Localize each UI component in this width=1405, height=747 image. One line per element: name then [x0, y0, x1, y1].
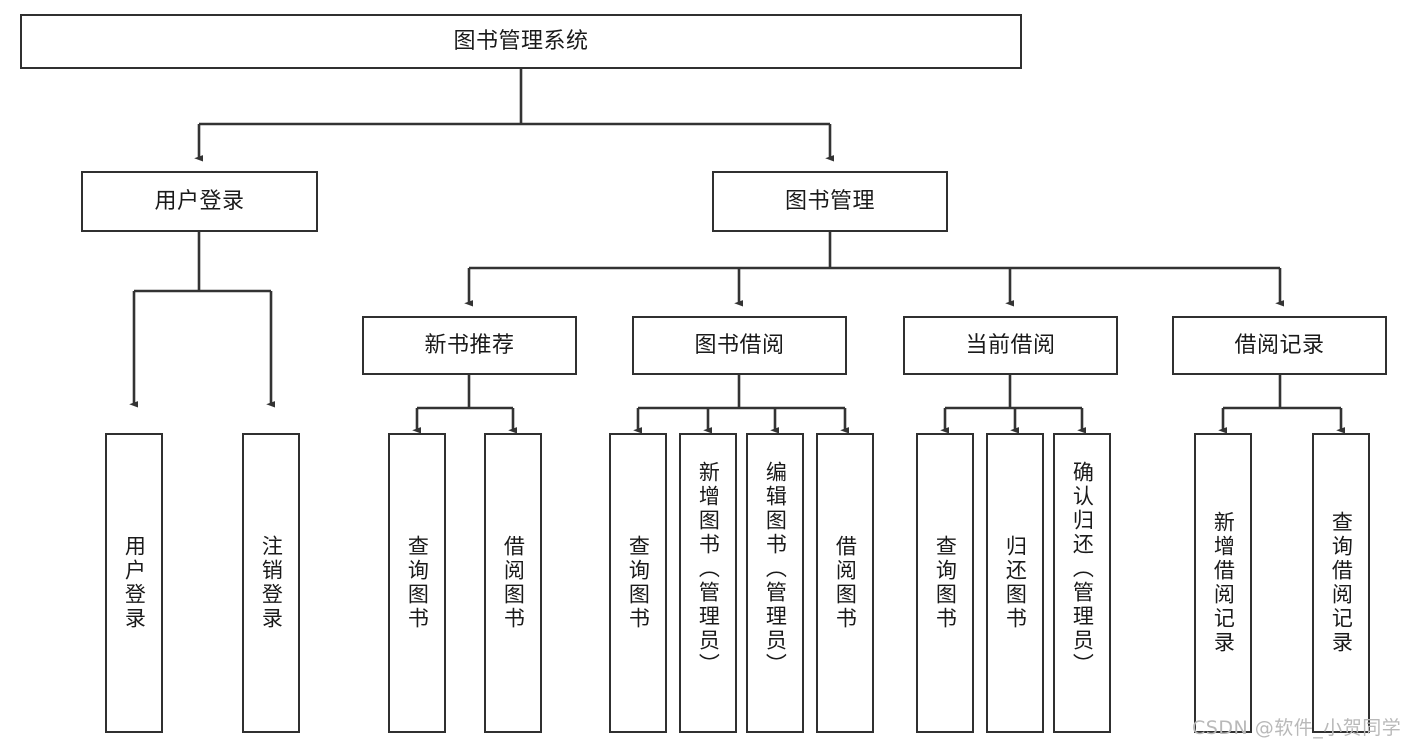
node-borrow-record[interactable]: 借阅记录 — [1172, 316, 1387, 375]
node-user-login-label: 用户登录 — [154, 188, 245, 214]
node-leaf-edit-book-label: 编辑图书（管理员） — [763, 461, 788, 677]
node-leaf-query-book-2-label: 查询图书 — [626, 535, 651, 631]
node-leaf-user-logout-label: 注销登录 — [259, 535, 284, 631]
node-book-manage-label: 图书管理 — [784, 188, 875, 214]
node-leaf-user-logout[interactable]: 注销登录 — [242, 433, 300, 733]
node-leaf-return-book-label: 归还图书 — [1003, 535, 1028, 631]
node-leaf-query-book-1[interactable]: 查询图书 — [388, 433, 446, 733]
node-leaf-edit-book[interactable]: 编辑图书（管理员） — [746, 433, 804, 733]
node-user-login[interactable]: 用户登录 — [81, 171, 318, 232]
node-leaf-query-book-1-label: 查询图书 — [405, 535, 430, 631]
node-leaf-borrow-book-1[interactable]: 借阅图书 — [484, 433, 542, 733]
node-leaf-add-book[interactable]: 新增图书（管理员） — [679, 433, 737, 733]
node-borrow-record-label: 借阅记录 — [1234, 332, 1325, 358]
node-book-manage[interactable]: 图书管理 — [712, 171, 948, 232]
node-root-label: 图书管理系统 — [453, 28, 589, 54]
node-leaf-add-book-label: 新增图书（管理员） — [696, 461, 721, 677]
node-leaf-query-book-2[interactable]: 查询图书 — [609, 433, 667, 733]
node-leaf-query-book-3-label: 查询图书 — [933, 535, 958, 631]
node-leaf-add-record[interactable]: 新增借阅记录 — [1194, 433, 1252, 733]
node-leaf-borrow-book-1-label: 借阅图书 — [501, 535, 526, 631]
node-leaf-borrow-book-2[interactable]: 借阅图书 — [816, 433, 874, 733]
csdn-watermark: CSDN @软件_小贺同学 — [1192, 717, 1402, 739]
node-current-borrow-label: 当前借阅 — [965, 332, 1056, 358]
node-book-borrow[interactable]: 图书借阅 — [632, 316, 847, 375]
node-leaf-query-record[interactable]: 查询借阅记录 — [1312, 433, 1370, 733]
node-leaf-query-record-label: 查询借阅记录 — [1329, 511, 1354, 655]
node-current-borrow[interactable]: 当前借阅 — [903, 316, 1118, 375]
node-root[interactable]: 图书管理系统 — [20, 14, 1022, 69]
node-leaf-confirm-return-label: 确认归还（管理员） — [1070, 461, 1095, 677]
node-leaf-add-record-label: 新增借阅记录 — [1211, 511, 1236, 655]
node-book-borrow-label: 图书借阅 — [694, 332, 785, 358]
node-leaf-borrow-book-2-label: 借阅图书 — [833, 535, 858, 631]
node-new-book-recommend[interactable]: 新书推荐 — [362, 316, 577, 375]
node-leaf-return-book[interactable]: 归还图书 — [986, 433, 1044, 733]
node-leaf-user-login[interactable]: 用户登录 — [105, 433, 163, 733]
node-leaf-confirm-return[interactable]: 确认归还（管理员） — [1053, 433, 1111, 733]
node-leaf-query-book-3[interactable]: 查询图书 — [916, 433, 974, 733]
node-new-book-recommend-label: 新书推荐 — [424, 332, 515, 358]
node-leaf-user-login-label: 用户登录 — [122, 535, 147, 631]
